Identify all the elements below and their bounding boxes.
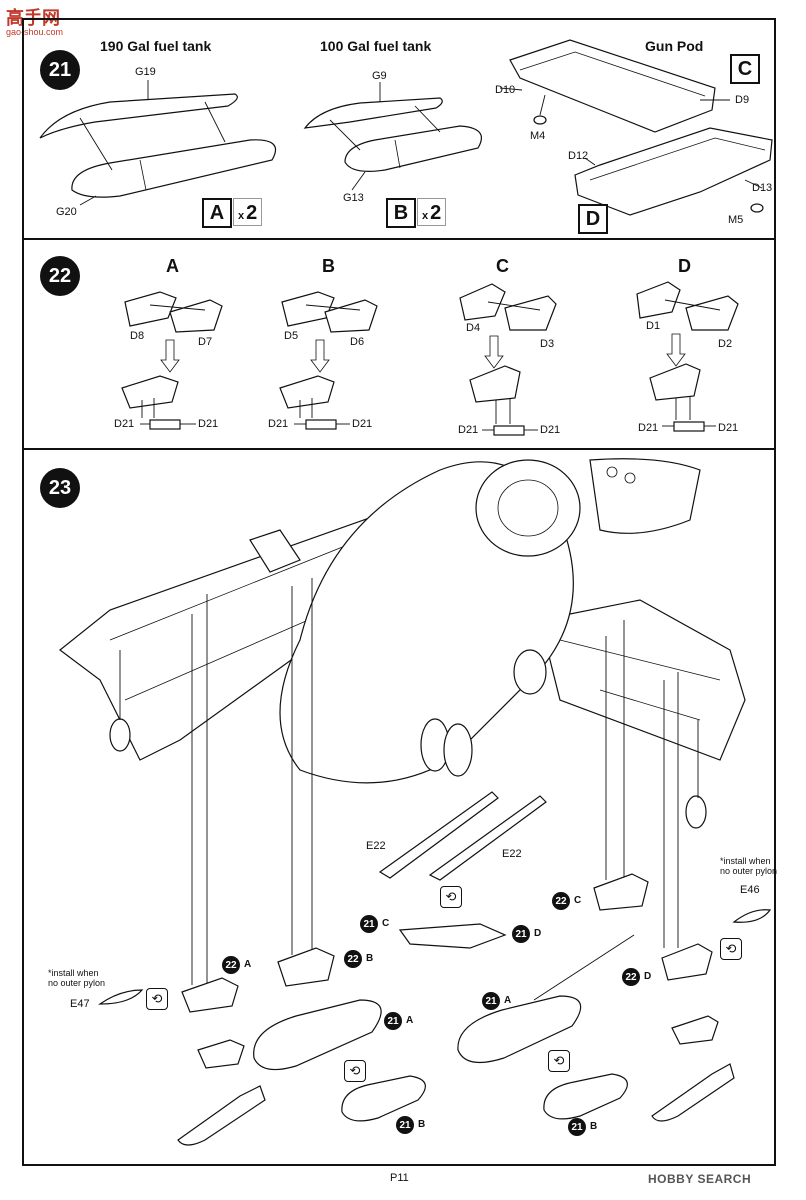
step22-variant-d-head: D (678, 256, 691, 276)
ref-step-21-badge: 21 (396, 1116, 414, 1134)
ref-step-21-badge: 21 (482, 992, 500, 1010)
qty-prefix: x (238, 210, 245, 222)
part-e22-label-1: E22 (366, 840, 386, 852)
note-right: *install when no outer pylon (720, 856, 778, 876)
part-e46-label: E46 (740, 884, 760, 896)
ref-step-suffix: D (534, 928, 542, 939)
qty-value: 2 (430, 202, 442, 224)
flip-over-icon: ⟲ (548, 1050, 570, 1072)
ref-step-22-badge: 22 (622, 968, 640, 986)
variant-b-box: B (386, 198, 416, 228)
ref-step-suffix: C (574, 895, 582, 906)
ref-step-suffix: B (418, 1119, 426, 1130)
pylon-assemblies (121, 281, 739, 436)
part-d21-label-c1: D21 (458, 424, 479, 436)
ref-step-22-badge: 22 (344, 950, 362, 968)
part-d3-label: D3 (540, 338, 555, 350)
ref-step-21-badge: 21 (512, 925, 530, 943)
flip-over-icon: ⟲ (720, 938, 742, 960)
step-21-badge: 21 (40, 50, 80, 90)
ref-step-22-badge: 22 (222, 956, 240, 974)
part-g19-label: G19 (135, 66, 156, 78)
tank-100-title: 100 Gal fuel tank (320, 38, 432, 54)
brand-watermark: HOBBY SEARCH (648, 1172, 752, 1186)
step-22-badge: 22 (40, 256, 80, 296)
part-d4-label: D4 (466, 322, 481, 334)
note-left: *install when no outer pylon (48, 968, 106, 988)
part-d21-label-d2: D21 (718, 422, 739, 434)
ref-step-22-badge: 22 (552, 892, 570, 910)
section-divider-1 (22, 238, 776, 240)
part-d21-label-b1: D21 (268, 418, 289, 430)
part-m4-label: M4 (530, 130, 546, 142)
ref-step-21-badge: 21 (568, 1118, 586, 1136)
part-d2-label: D2 (718, 338, 733, 350)
ref-step-21-badge: 21 (360, 915, 378, 933)
ref-step-suffix: B (590, 1121, 598, 1132)
part-d1-label: D1 (646, 320, 661, 332)
tank-190-drawing (39, 80, 277, 206)
aircraft-underside-drawing (59, 458, 746, 881)
part-m5-label: M5 (728, 214, 744, 226)
part-d21-label-d1: D21 (638, 422, 659, 434)
ref-step-suffix: A (504, 995, 512, 1006)
part-e47-label: E47 (70, 998, 90, 1010)
part-d5-label: D5 (284, 330, 299, 342)
gunpod-d-drawing (574, 127, 773, 216)
variant-a-box: A (202, 198, 232, 228)
part-d12-label: D12 (568, 150, 589, 162)
ref-step-suffix: C (382, 918, 390, 929)
part-d21-label-a1: D21 (114, 418, 135, 430)
part-d21-label-b2: D21 (352, 418, 373, 430)
ref-step-suffix: A (244, 959, 252, 970)
part-e22-label-2: E22 (502, 848, 522, 860)
variant-d-box: D (578, 204, 608, 234)
gunpod-c-drawing (499, 39, 730, 133)
part-g9-label: G9 (372, 70, 387, 82)
step22-variant-b-head: B (322, 256, 335, 276)
qty-value: 2 (246, 202, 258, 224)
tank-100-drawing (303, 82, 482, 191)
variant-c-box: C (730, 54, 760, 84)
part-d7-label: D7 (198, 336, 213, 348)
part-d21-label-a2: D21 (198, 418, 219, 430)
tank-190-title: 190 Gal fuel tank (100, 38, 212, 54)
part-d6-label: D6 (350, 336, 365, 348)
part-d10-label: D10 (495, 84, 516, 96)
part-g13-label: G13 (343, 192, 364, 204)
section-divider-2 (22, 448, 776, 450)
gunpod-title: Gun Pod (645, 38, 704, 54)
page-frame (22, 18, 776, 1166)
step-23-badge: 23 (40, 468, 80, 508)
flip-over-icon: ⟲ (344, 1060, 366, 1082)
part-d9-label: D9 (735, 94, 750, 106)
ref-step-suffix: A (406, 1015, 414, 1026)
ref-step-suffix: D (644, 971, 652, 982)
stores-drawing (98, 578, 772, 1146)
flip-over-icon: ⟲ (146, 988, 168, 1010)
page-number: P11 (390, 1172, 409, 1184)
step22-variant-a-head: A (166, 256, 179, 276)
watermark-subtext: gao-shou.com (6, 27, 64, 37)
qty-prefix: x (422, 210, 429, 222)
step22-variant-c-head: C (496, 256, 509, 276)
ref-step-suffix: B (366, 953, 374, 964)
ref-step-21-badge: 21 (384, 1012, 402, 1030)
flip-over-icon: ⟲ (440, 886, 462, 908)
part-d13-label: D13 (752, 182, 773, 194)
part-g20-label: G20 (56, 206, 77, 218)
part-d21-label-c2: D21 (540, 424, 561, 436)
part-d8-label: D8 (130, 330, 145, 342)
